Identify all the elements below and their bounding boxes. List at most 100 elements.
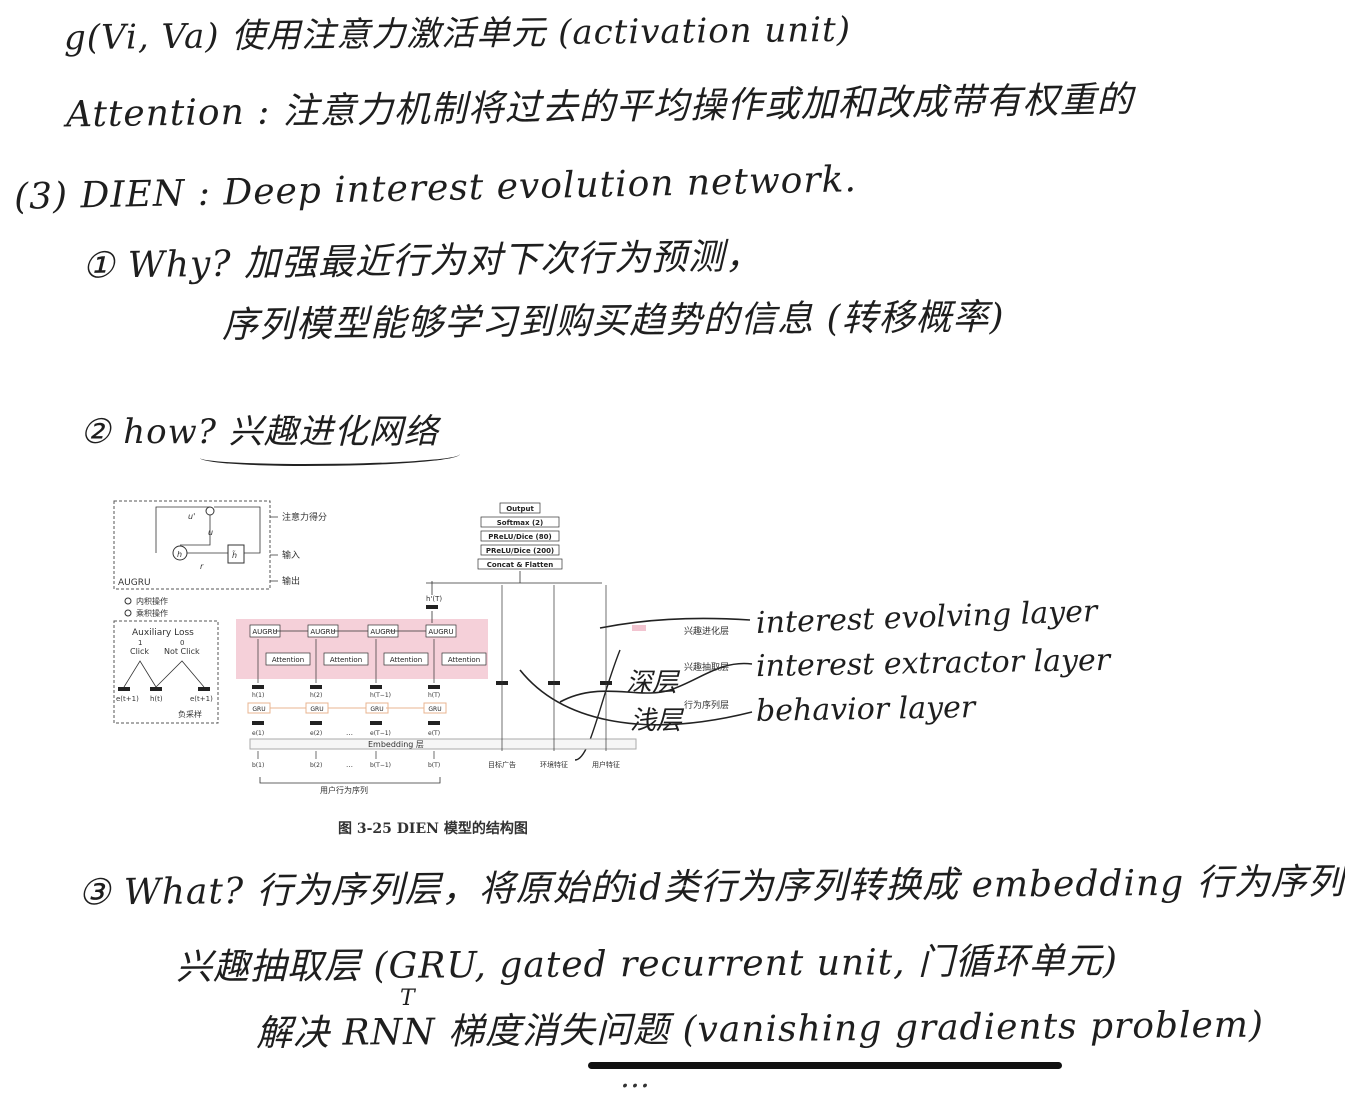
aux-emb-2	[150, 687, 162, 691]
b-label: b(T)	[428, 762, 440, 769]
h-emb	[370, 685, 382, 689]
top-stack-box	[477, 558, 563, 570]
h-label: h(T)	[428, 692, 440, 699]
augru-mult-node	[205, 506, 215, 516]
attention-cell	[323, 652, 369, 666]
sequence-brace	[259, 777, 441, 784]
aux-emb-1	[118, 687, 130, 691]
aux-title: Auxiliary Loss	[132, 628, 194, 638]
annotation-arrows	[519, 617, 753, 761]
arrow-evolving	[599, 617, 751, 629]
augru-u-label: u	[208, 528, 213, 537]
e-emb	[428, 721, 440, 725]
h-label: h(1)	[252, 692, 264, 699]
figure-caption: 图 3-25 DIEN 模型的结构图	[338, 821, 528, 837]
attention-cell-label: Attention	[272, 656, 304, 664]
top-stack-label: Output	[506, 505, 534, 513]
aux-click: Click	[130, 647, 149, 656]
top-stack-box	[480, 544, 560, 556]
dien-diagram: AUGRU h u' u r h̃ 注意力得分 输入 输出 内积操作 乘积操作 …	[113, 500, 646, 795]
augru-htilde-label: h̃	[232, 550, 237, 560]
h-label: h(T−1)	[370, 692, 391, 699]
sequence-label: 用户行为序列	[320, 785, 368, 795]
e-label: e(2)	[310, 730, 322, 737]
embedding-label: Embedding 层	[368, 740, 424, 749]
top-stack-label: PReLU/Dice (80)	[488, 533, 551, 541]
top-stack-label: Concat & Flatten	[487, 561, 553, 569]
aux-emb-3	[198, 687, 210, 691]
gru-cell-label: GRU	[252, 706, 265, 713]
augru-h-label: h	[177, 550, 182, 559]
aux-neg: 负采样	[178, 709, 202, 719]
augru-input: 输入	[282, 549, 300, 561]
attention-cell-label: Attention	[330, 656, 362, 664]
h-emb	[428, 685, 440, 689]
arrow-extractor	[559, 662, 753, 703]
attention-cell	[441, 652, 487, 666]
top-stack-label: PReLU/Dice (200)	[486, 547, 554, 555]
dien-figure: AUGRU h u' u r h̃ 注意力得分 输入 输出 内积操作 乘积操作 …	[110, 495, 650, 795]
arrow-behavior	[519, 669, 753, 726]
e-emb	[370, 721, 382, 725]
gru-cell-label: GRU	[428, 706, 441, 713]
legend-layer-behavior: 行为序列层	[684, 701, 730, 711]
augru-cell-label: AUGRU	[370, 628, 395, 636]
e-emb	[310, 721, 322, 725]
e-emb	[252, 721, 264, 725]
aux-one: 1	[138, 639, 142, 647]
augru-uprime-label: u'	[188, 512, 195, 521]
feature-label: 用户特征	[592, 760, 620, 769]
attention-cell	[383, 652, 429, 666]
aux-loss-box	[113, 620, 219, 724]
augru-wiring	[155, 506, 261, 554]
attention-cell-label: Attention	[448, 656, 480, 664]
augru-leaders	[270, 516, 278, 582]
h-label: h(2)	[310, 692, 322, 699]
legend-outer-symbol	[124, 609, 132, 617]
hT-wiring	[426, 581, 602, 623]
augru-attention-score: 注意力得分	[282, 511, 327, 523]
aux-ht: h(t)	[150, 695, 163, 703]
note-line-marker: T	[400, 986, 416, 1011]
dots-e: …	[346, 729, 353, 737]
b-label: b(T−1)	[370, 762, 391, 769]
gru-cell-label: GRU	[370, 706, 383, 713]
dots-b: …	[346, 761, 353, 769]
embedding-layer	[249, 738, 637, 750]
e-label: e(T)	[428, 730, 440, 737]
annotation-shallow: 浅层	[630, 706, 683, 736]
augru-detail-box	[113, 500, 271, 590]
top-stack-box	[499, 502, 541, 514]
augru-cell-label: AUGRU	[310, 628, 335, 636]
h-emb	[310, 685, 322, 689]
aux-lines	[123, 660, 205, 688]
legend-outer: 乘积操作	[136, 608, 168, 618]
augru-htilde-box	[227, 544, 245, 564]
feature-label: 环境特征	[540, 760, 568, 769]
aux-not-click: Not Click	[164, 647, 200, 656]
hT-top-emb	[426, 605, 438, 609]
top-stack-label: Softmax (2)	[497, 519, 543, 527]
hT-top-label: h'(T)	[426, 595, 442, 603]
cell-rows: AUGRUAttentionh(1)GRUe(1)b(1)AUGRUAttent…	[247, 624, 487, 769]
augru-title: AUGRU	[118, 578, 151, 588]
aux-e1: e(t+1)	[116, 695, 139, 703]
legend-layer-extractor: 兴趣抽取层	[684, 663, 730, 673]
scroll-indicator[interactable]	[588, 1062, 1062, 1069]
arrow-connector	[574, 649, 621, 761]
aux-e2: e(t+1)	[190, 695, 213, 703]
e-label: e(1)	[252, 730, 264, 737]
bottom-features: 目标广告 环境特征 用户特征	[488, 585, 620, 769]
top-stack-box	[480, 516, 560, 528]
attention-cell-label: Attention	[390, 656, 422, 664]
legend-evolving-swatch	[632, 625, 646, 631]
augru-output: 输出	[282, 575, 300, 587]
top-stack-box	[480, 530, 560, 542]
augru-r-label: r	[200, 562, 204, 571]
feature-label: 目标广告	[488, 760, 516, 769]
gru-cell-label: GRU	[310, 706, 323, 713]
how-underline	[200, 446, 460, 466]
legend-layer-evolving: 兴趣进化层	[684, 627, 730, 637]
b-label: b(2)	[310, 762, 322, 769]
